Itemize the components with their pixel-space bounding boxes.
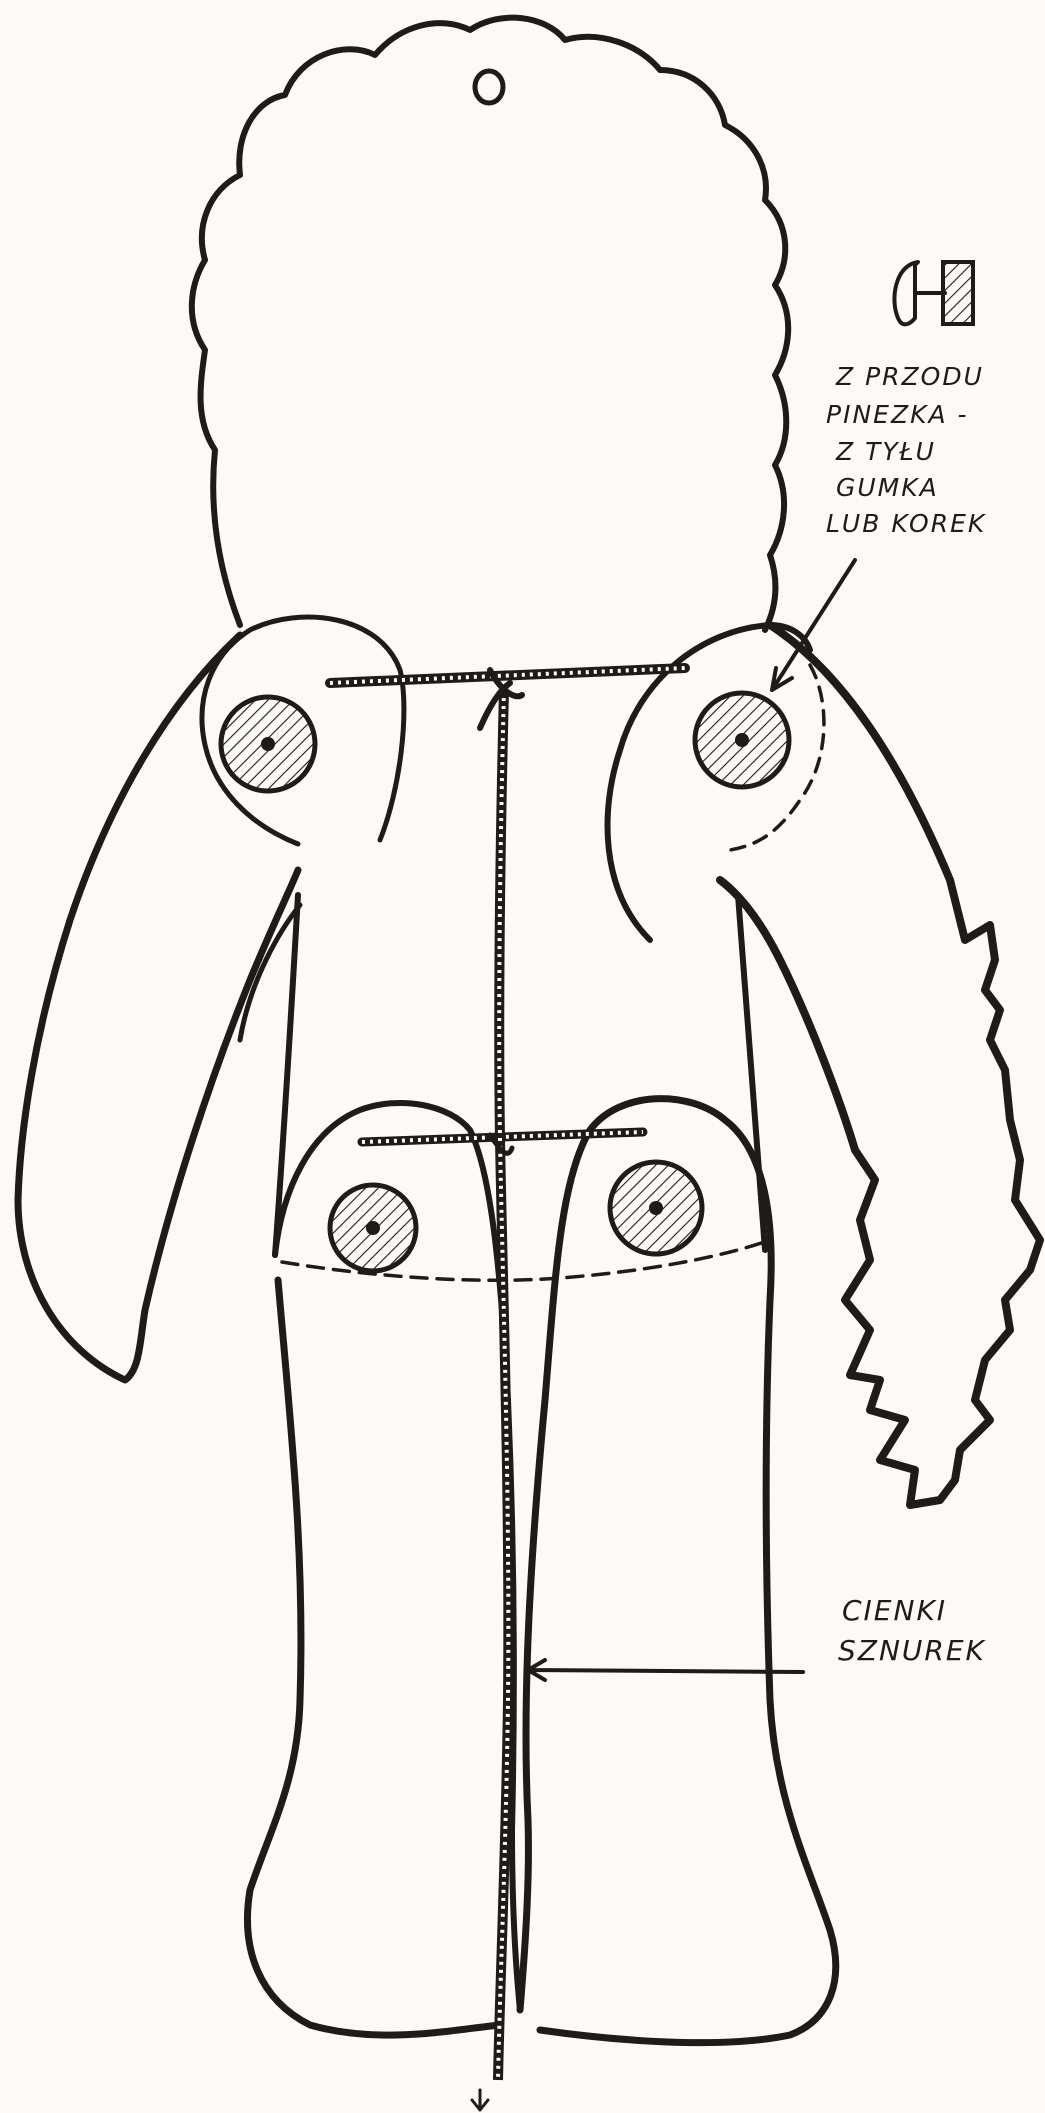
fastener-icon — [894, 262, 973, 324]
right-arm — [608, 625, 1040, 1505]
string-label-line-1: CIENKI — [842, 1594, 947, 1627]
fastener-annotation: Z PRZODU PINEZKA - Z TYŁU GUMKA LUB KORE… — [772, 362, 987, 690]
string-label-line-2: SZNUREK — [838, 1634, 987, 1667]
string-annotation: CIENKI SZNUREK — [528, 1594, 987, 1680]
string-assembly — [330, 668, 685, 2110]
fastener-label-line-2: PINEZKA - — [826, 400, 969, 429]
left-leg — [248, 1103, 521, 2035]
string-pointer-arrow — [528, 1660, 803, 1680]
fastener-label-line-5: LUB KOREK — [826, 509, 987, 538]
hanging-hole — [475, 71, 503, 103]
left-arm — [18, 617, 404, 1380]
fastener-label-line-4: GUMKA — [836, 473, 939, 502]
right-leg — [520, 1099, 836, 2043]
fastener-label-line-1: Z PRZODU — [835, 362, 984, 391]
fastener-label-line-3: Z TYŁU — [835, 437, 936, 466]
puppet-head — [192, 18, 788, 630]
